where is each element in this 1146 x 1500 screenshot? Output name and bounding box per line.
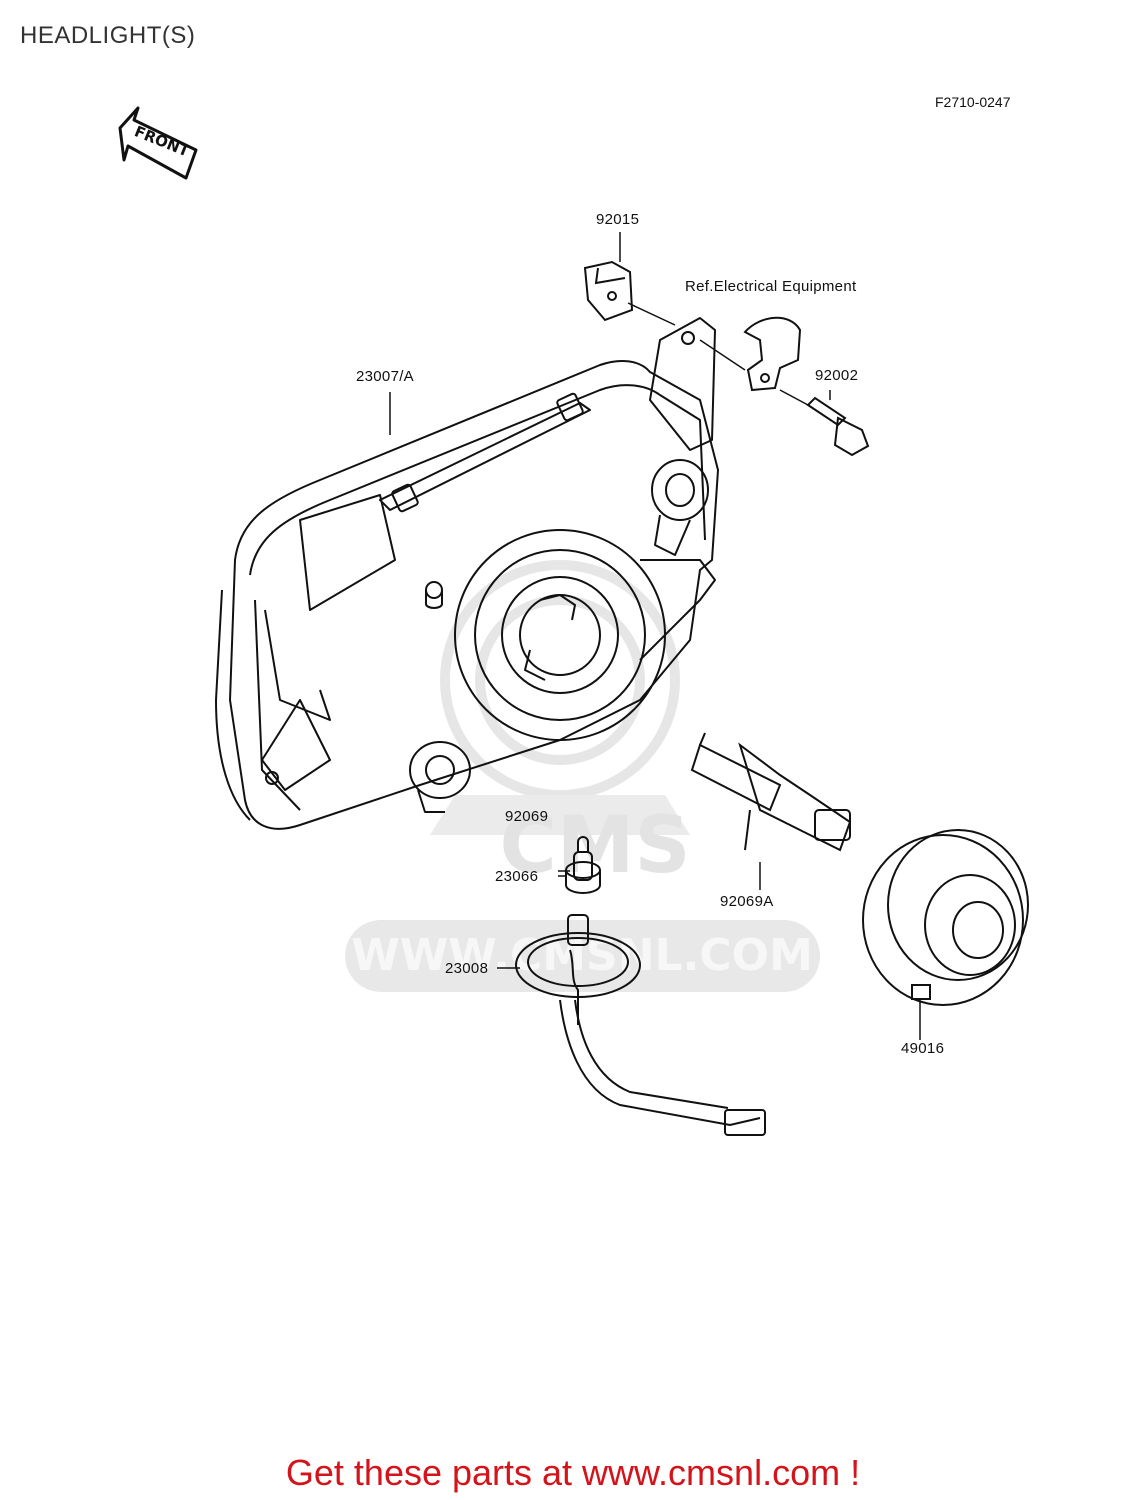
bulb-92069a <box>690 732 852 852</box>
footer-link[interactable]: Get these parts at www.cmsnl.com ! <box>285 1452 861 1493</box>
bulb-92069 <box>573 836 593 881</box>
label-92069: 92069 <box>505 808 549 825</box>
label-92015: 92015 <box>596 211 640 228</box>
label-23007a: 23007/A <box>356 368 414 385</box>
bracket-92002 <box>743 316 802 392</box>
cover-49016 <box>862 829 1029 1006</box>
label-23008: 23008 <box>445 960 489 977</box>
bolt-92002 <box>806 396 870 457</box>
headlight-housing <box>215 317 719 830</box>
label-23066: 23066 <box>495 868 539 885</box>
label-49016: 49016 <box>901 1040 945 1057</box>
figure-code: F2710-0247 <box>935 94 1011 110</box>
leader-lines <box>389 232 921 1040</box>
front-arrow-icon: FRONT <box>118 106 198 180</box>
label-92002: 92002 <box>815 367 859 384</box>
page-title: HEADLIGHT(S) <box>20 22 196 49</box>
nut-92015 <box>583 260 634 322</box>
label-ref-electrical: Ref.Electrical Equipment <box>685 278 857 295</box>
grommet-23066 <box>565 861 601 894</box>
label-92069a: 92069A <box>720 893 774 910</box>
watermark: CMS WWW.CMSNL.COM <box>345 560 820 992</box>
socket-23008 <box>515 914 766 1136</box>
